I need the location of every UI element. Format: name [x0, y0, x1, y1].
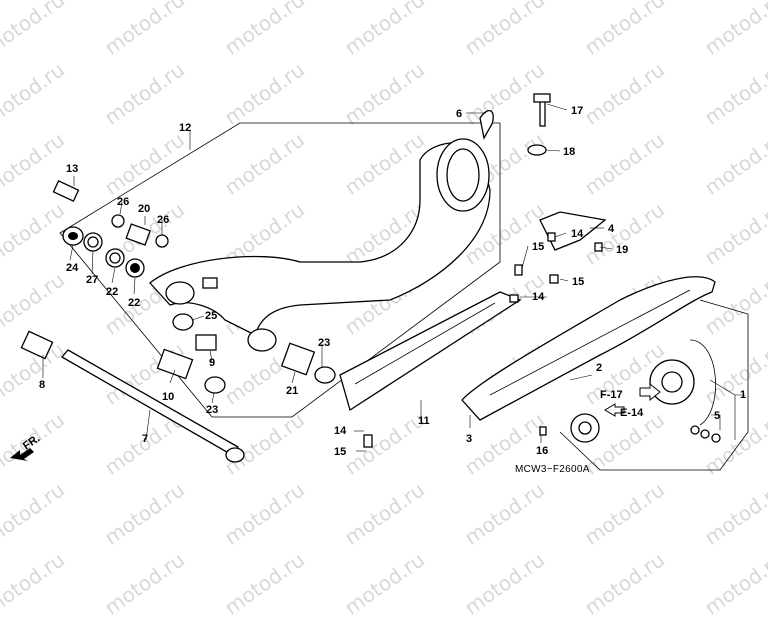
callout-24: 24	[66, 262, 79, 274]
callout-19: 19	[616, 244, 628, 256]
callout-8: 8	[39, 379, 45, 391]
chain-slider	[339, 291, 522, 412]
callout-7: 7	[142, 433, 148, 445]
reference-f17: F-17	[600, 389, 623, 401]
callout-17: 17	[571, 105, 583, 117]
front-direction-arrow: FR.	[10, 432, 42, 461]
callout-25: 25	[205, 310, 217, 322]
diagram-canvas: FR. F-17 E-14	[10, 93, 749, 475]
callout-6: 6	[456, 108, 462, 120]
callout-numbers: 1 2 3 4 5 6 7 8 9 10 11 12 13 14 14 14 1…	[39, 105, 746, 458]
sprocket	[570, 339, 716, 443]
callout-2: 2	[596, 362, 602, 374]
reference-arrows: F-17 E-14	[600, 382, 661, 419]
callout-15a: 15	[532, 241, 544, 253]
chain-case	[461, 276, 716, 421]
callout-13: 13	[66, 163, 78, 175]
swingarm	[149, 138, 491, 352]
front-label: FR.	[21, 432, 42, 452]
callout-3: 3	[466, 433, 472, 445]
callout-21: 21	[286, 385, 298, 397]
callout-1: 1	[740, 389, 746, 401]
callout-15b: 15	[572, 276, 584, 288]
callout-22b: 22	[128, 297, 140, 309]
callout-16: 16	[536, 445, 548, 457]
callout-9: 9	[209, 357, 215, 369]
callout-23a: 23	[318, 337, 330, 349]
callout-5: 5	[714, 410, 720, 422]
callout-23b: 23	[206, 404, 218, 416]
bracket	[539, 211, 607, 251]
callout-10: 10	[162, 391, 174, 403]
callout-14a: 14	[334, 425, 347, 437]
pivot-shaft	[60, 349, 245, 463]
bolts	[363, 232, 603, 448]
callout-22a: 22	[106, 286, 118, 298]
chain-link-kit	[690, 425, 721, 443]
leader-lines	[42, 103, 745, 452]
callout-15c: 15	[334, 446, 346, 458]
reference-e14: E-14	[620, 407, 644, 419]
callout-11: 11	[418, 415, 430, 427]
callout-26a: 26	[117, 196, 129, 208]
callout-14c: 14	[571, 228, 584, 240]
callout-4: 4	[608, 223, 615, 235]
assembly-boundaries	[59, 122, 749, 471]
small-parts	[20, 93, 551, 394]
callout-12: 12	[179, 122, 191, 134]
diagram-code: MCW3−F2600A	[515, 464, 590, 475]
callout-26b: 26	[157, 214, 169, 226]
callout-27: 27	[86, 274, 98, 286]
callout-14b: 14	[532, 291, 545, 303]
callout-18: 18	[563, 146, 575, 158]
callout-20: 20	[138, 203, 150, 215]
